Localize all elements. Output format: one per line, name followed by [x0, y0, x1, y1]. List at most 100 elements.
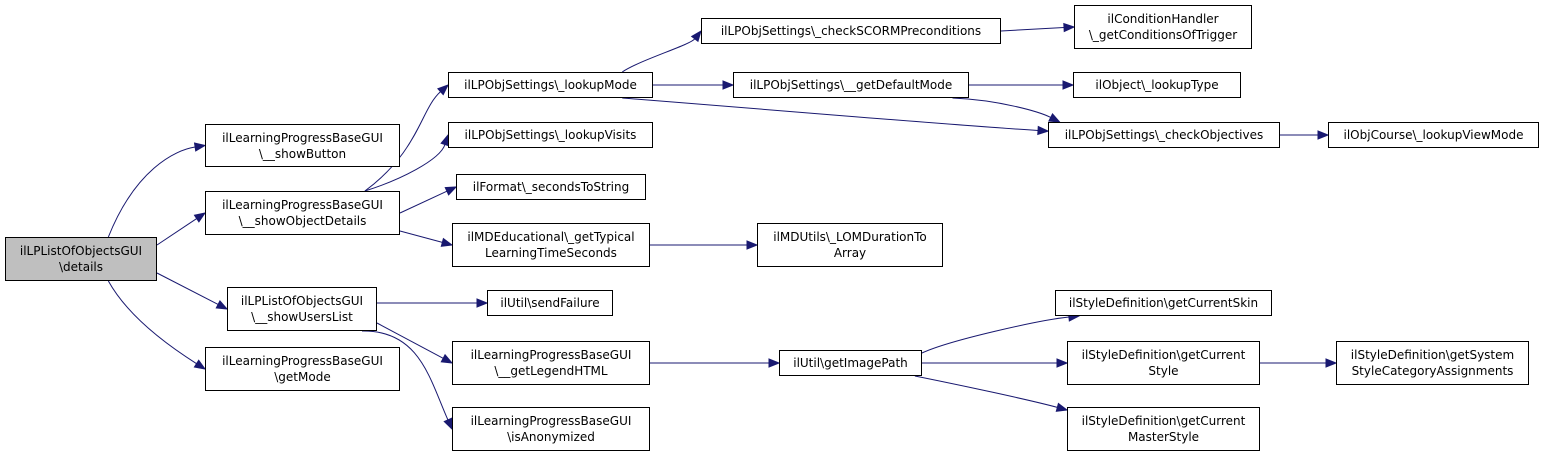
node-illearningprogressbasegui-showobjectdetails[interactable]: ilLearningProgressBaseGUI \__showObjectDe… — [205, 191, 400, 235]
arrowhead-icon — [1325, 358, 1338, 368]
edge-n0-n3 — [156, 272, 219, 305]
arrowhead-icon — [476, 298, 489, 308]
arrowhead-icon — [440, 237, 454, 247]
node-label: \isAnonymized — [507, 430, 595, 444]
node-ilconditionhandler-getconditionsoftrigger[interactable]: ilConditionHandler \_getConditionsOfTrigg… — [1074, 5, 1252, 49]
arrowhead-icon — [444, 186, 458, 196]
node-label: LearningTimeSeconds — [485, 246, 617, 260]
edge-n3-n11 — [361, 330, 449, 421]
arrowhead-icon — [768, 358, 781, 368]
node-illearningprogressbasegui-getlegendhtml[interactable]: ilLearningProgressBaseGUI \__getLegendHTM… — [452, 341, 650, 385]
arrowhead-icon — [1062, 80, 1075, 90]
edge-n0-n1 — [107, 146, 196, 238]
edge-n12-n17 — [1000, 27, 1065, 32]
edge-n5-n14 — [622, 97, 1039, 131]
arrowhead-icon — [215, 299, 229, 310]
node-label: ilLPListOfObjectsGUI — [19, 244, 143, 258]
arrowhead-icon — [1055, 402, 1069, 412]
node-illplistofobjectsgui-showuserslist[interactable]: ilLPListOfObjectsGUI \__showUsersList — [227, 287, 377, 331]
node-label: \getMode — [274, 370, 331, 384]
edge-n5-n12 — [621, 38, 696, 73]
node-label: ilLPObjSettings\_checkObjectives — [1064, 128, 1264, 142]
node-label: \details — [58, 260, 104, 274]
node-label: ilObject\_lookupType — [1095, 78, 1219, 92]
node-label: ilLPListOfObjectsGUI — [240, 294, 364, 308]
arrowhead-icon — [1317, 130, 1330, 140]
node-label: \_getConditionsOfTrigger — [1088, 28, 1238, 42]
arrowhead-icon — [1063, 22, 1076, 33]
arrowhead-icon — [193, 359, 207, 370]
edge-n2-n7 — [399, 190, 448, 214]
arrowhead-icon — [193, 212, 207, 223]
node-label: \__getLegendHTML — [494, 364, 608, 378]
arrowhead-icon — [437, 84, 450, 96]
arrowhead-icon — [440, 353, 454, 364]
edge-n16-n22 — [914, 375, 1058, 408]
node-label: \__showButton — [258, 146, 347, 161]
node-illpobjsettings-checkscormpreconditions[interactable]: ilLPObjSettings\_checkSCORMPreconditions — [701, 18, 1001, 44]
edge-n2-n5 — [364, 91, 441, 192]
node-label: ilLearningProgressBaseGUI — [222, 354, 383, 368]
arrowhead-icon — [443, 417, 453, 431]
edge-n2-n8 — [399, 230, 443, 243]
node-ilutil-sendfailure[interactable]: ilUtil\sendFailure — [487, 290, 613, 316]
node-label: ilMDEducational\_getTypical — [467, 230, 635, 244]
node-ilutil-getimagepath[interactable]: ilUtil\getImagePath — [779, 350, 922, 376]
node-label: ilLearningProgressBaseGUI — [470, 348, 632, 362]
arrowhead-icon — [690, 29, 702, 43]
node-label: Array — [833, 246, 867, 260]
node-illpobjsettings-lookupvisits[interactable]: ilLPObjSettings\_lookupVisits — [448, 122, 653, 148]
edge-n0-n2 — [156, 218, 197, 246]
node-ilobject-lookuptype[interactable]: ilObject\_lookupType — [1073, 72, 1241, 98]
node-label: ilUtil\sendFailure — [500, 296, 600, 310]
edge-n0-n4 — [107, 280, 197, 365]
node-label: ilStyleDefinition\getCurrent — [1081, 348, 1246, 362]
node-label: ilLearningProgressBaseGUI — [222, 198, 383, 212]
node-illplistofobjectsgui-details[interactable]: ilLPListOfObjectsGUI \details — [5, 237, 157, 281]
arrowhead-icon — [1037, 125, 1050, 136]
node-label: ilConditionHandler — [1107, 12, 1219, 26]
node-label: ilLPObjSettings\_lookupMode — [464, 78, 637, 92]
node-illearningprogressbasegui-isanonymized[interactable]: ilLearningProgressBaseGUI \isAnonymized — [452, 407, 650, 451]
edge-n2-n6 — [364, 144, 446, 192]
edge-n13-n14 — [952, 97, 1051, 118]
arrowhead-icon — [746, 240, 759, 250]
node-label: ilMDUtils\_LOMDurationTo — [773, 230, 927, 244]
node-label: Style — [1148, 364, 1179, 378]
node-label: ilLPObjSettings\_lookupVisits — [464, 128, 637, 142]
node-illearningprogressbasegui-showbutton[interactable]: ilLearningProgressBaseGUI\__showButton — [205, 124, 400, 167]
arrowhead-icon — [1048, 113, 1061, 123]
edge-n16-n20 — [921, 316, 1069, 354]
arrowhead-icon — [193, 142, 207, 152]
node-label: ilStyleDefinition\getCurrent — [1081, 414, 1246, 428]
node-label: ilLearningProgressBaseGUI — [222, 130, 383, 145]
arrowhead-icon — [1056, 358, 1069, 368]
node-illpobjsettings-lookupmode[interactable]: ilLPObjSettings\_lookupMode — [448, 72, 653, 98]
node-label: ilUtil\getImagePath — [793, 356, 908, 370]
node-label: ilLearningProgressBaseGUI — [470, 414, 632, 428]
edge-n3-n10 — [376, 322, 444, 359]
node-label: ilLPObjSettings\__getDefaultMode — [749, 78, 953, 92]
node-label: \__showUsersList — [251, 310, 353, 324]
node-label: ilStyleDefinition\getCurrentSkin — [1068, 296, 1259, 310]
node-illearningprogressbasegui-getmode[interactable]: ilLearningProgressBaseGUI \getMode — [205, 347, 400, 391]
arrowhead-icon — [722, 80, 735, 90]
node-label: StyleCategoryAssignments — [1351, 364, 1514, 378]
node-illpobjsettings-checkobjectives[interactable]: ilLPObjSettings\_checkObjectives — [1048, 122, 1280, 148]
node-label: MasterStyle — [1127, 430, 1200, 444]
node-ilobjcourse-lookupviewmode[interactable]: ilObjCourse\_lookupViewMode — [1328, 122, 1539, 148]
node-label: ilFormat\_secondsToString — [472, 180, 630, 194]
node-ilstyledefinition-getcurrentskin[interactable]: ilStyleDefinition\getCurrentSkin — [1055, 290, 1272, 316]
node-illpobjsettings-getdefaultmode[interactable]: ilLPObjSettings\__getDefaultMode — [733, 72, 969, 98]
node-label: \__showObjectDetails — [238, 214, 367, 228]
node-label: ilLPObjSettings\_checkSCORMPreconditions — [720, 24, 982, 38]
node-label: ilStyleDefinition\getSystem — [1350, 348, 1515, 362]
node-ilformat-secondstostring[interactable]: ilFormat\_secondsToString — [456, 174, 646, 200]
